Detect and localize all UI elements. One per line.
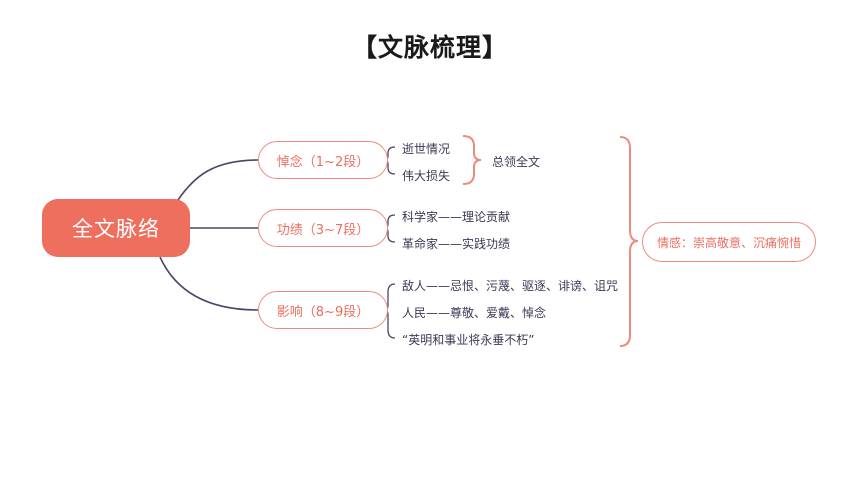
branch-mourning: 悼念（1~2段） [258, 141, 388, 179]
leaf-people: 人民——尊敬、爱戴、悼念 [402, 306, 547, 320]
root-node: 全文脉络 [42, 199, 190, 257]
leaf-great-loss: 伟大损失 [402, 169, 451, 183]
leaf-death-circumstances: 逝世情况 [402, 142, 451, 156]
leaf-scientist: 科学家——理论贡献 [402, 210, 511, 224]
branch-influence: 影响（8~9段） [258, 291, 388, 329]
leaf-revolutionary: 革命家——实践功绩 [402, 237, 511, 251]
leaf-enemies: 敌人——忌恨、污蔑、驱逐、诽谤、诅咒 [402, 279, 619, 293]
connector-root-branch-1 [177, 159, 259, 201]
connector-root-branch-3 [159, 256, 259, 311]
emotion-brace [619, 136, 639, 347]
summary-brace [462, 135, 482, 185]
page-title: 【文脉梳理】 [351, 33, 508, 62]
branch-achievements: 功绩（3~7段） [258, 209, 388, 247]
leaf-immortal-quote: “英明和事业将永垂不朽” [402, 333, 535, 347]
summary-label: 总领全文 [492, 155, 541, 169]
emotion-node: 情感：崇高敬意、沉痛惋惜 [642, 222, 816, 262]
